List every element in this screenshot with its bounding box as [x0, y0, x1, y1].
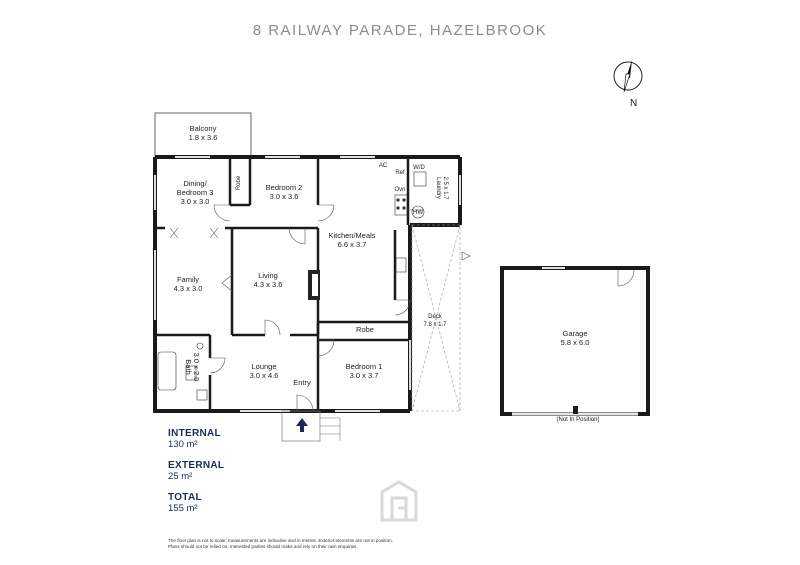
- entry-arrow-icon: [296, 418, 308, 432]
- stat-internal-value: 130 m²: [168, 439, 198, 450]
- laundry-size: 2.5 x 1.7: [442, 176, 448, 200]
- balcony-size: 1.8 x 3.6: [189, 133, 218, 142]
- dining-label-2: Bedroom 3: [177, 188, 214, 197]
- garage-label: Garage: [562, 329, 587, 338]
- bedroom1-label: Bedroom 1: [346, 362, 383, 371]
- disclaimer: The floor plan is not to scale; measurem…: [168, 538, 628, 550]
- laundry-label: Laundry: [435, 177, 441, 199]
- ref-label: Ref: [395, 170, 405, 176]
- bath-size: 3.0 x 2.0: [192, 353, 201, 382]
- hw-label: HW: [413, 210, 423, 216]
- robe-mid-label: Robe: [356, 325, 374, 334]
- lounge-label: Lounge: [251, 362, 276, 371]
- stat-internal-label: INTERNAL: [168, 428, 221, 439]
- deck-label: Deck: [428, 314, 443, 320]
- stat-external-label: EXTERNAL: [168, 460, 225, 471]
- bedroom2-label: Bedroom 2: [266, 183, 303, 192]
- bedroom2-size: 3.0 x 3.6: [270, 192, 299, 201]
- lounge-size: 3.0 x 4.6: [250, 371, 279, 380]
- compass-label: N: [630, 98, 637, 108]
- entry-label: Entry: [293, 378, 311, 387]
- garage-note: (Not In Position): [556, 417, 599, 423]
- window-lines: [154, 156, 461, 412]
- living-label: Living: [258, 271, 278, 280]
- wd-label: W/D: [413, 165, 425, 171]
- entry-steps: [281, 410, 341, 442]
- disclaimer-line-1: The floor plan is not to scale; measurem…: [168, 538, 393, 543]
- family-label: Family: [177, 275, 199, 284]
- bath-fixtures: [157, 342, 208, 401]
- dining-label: Dining/: [183, 179, 207, 188]
- ovn-label: Ovn: [394, 187, 405, 193]
- stat-external: EXTERNAL 25 m²: [168, 460, 224, 482]
- garage-walls: [500, 266, 650, 416]
- deck-size: 7.8 x 1.7: [423, 322, 447, 328]
- door-swings: [169, 204, 423, 412]
- disclaimer-line-2: Plans should not be relied on. Intereste…: [168, 544, 358, 549]
- stat-external-value: 25 m²: [168, 471, 193, 482]
- stat-total-label: TOTAL: [168, 492, 202, 503]
- garage-size: 5.8 x 6.0: [561, 338, 590, 347]
- brand-logo-icon: [380, 480, 418, 522]
- compass-icon: N: [613, 60, 643, 108]
- stat-internal: INTERNAL 130 m²: [168, 428, 221, 450]
- dining-size: 3.0 x 3.0: [181, 197, 210, 206]
- stat-total-value: 155 m²: [168, 503, 198, 514]
- ac-label: AC: [379, 163, 388, 169]
- fireplace: [308, 270, 320, 300]
- family-size: 4.3 x 3.0: [174, 284, 203, 293]
- robe-top-label: Robe: [236, 175, 242, 190]
- bath-label: Bath: [184, 359, 193, 374]
- bedroom1-size: 3.0 x 3.7: [350, 371, 379, 380]
- deck-outline: [411, 224, 461, 412]
- stat-total: TOTAL 155 m²: [168, 492, 202, 514]
- kitchen-appliances: [394, 171, 427, 273]
- page-title: 8 RAILWAY PARADE, HAZELBROOK: [252, 22, 548, 39]
- kitchen-label: Kitchen/Meals: [328, 231, 375, 240]
- living-size: 4.3 x 3.6: [254, 280, 283, 289]
- kitchen-size: 6.6 x 3.7: [338, 240, 367, 249]
- deck-arrow-icon: [461, 251, 471, 261]
- balcony-label: Balcony: [190, 124, 217, 133]
